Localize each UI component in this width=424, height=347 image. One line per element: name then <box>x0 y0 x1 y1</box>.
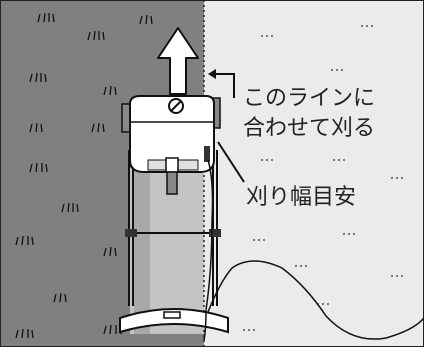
power-cord-upper <box>203 159 214 341</box>
cut-grass-area <box>204 0 424 347</box>
bolt-icon <box>168 98 184 114</box>
power-cord <box>207 260 424 340</box>
width-label: 刈り幅目安 <box>246 185 357 210</box>
mower-handle <box>128 150 218 306</box>
width-guide-marker <box>204 146 210 162</box>
mower-motor <box>165 157 179 195</box>
line-label-line-2: 合わせて刈る <box>243 116 376 141</box>
direction-arrow-icon <box>157 27 199 95</box>
line-label-leader <box>214 73 235 98</box>
grass-tufts <box>15 12 153 339</box>
line-label-line-1: このラインに <box>243 86 376 111</box>
width-label-leader <box>217 141 245 183</box>
mower-grip <box>119 308 229 334</box>
